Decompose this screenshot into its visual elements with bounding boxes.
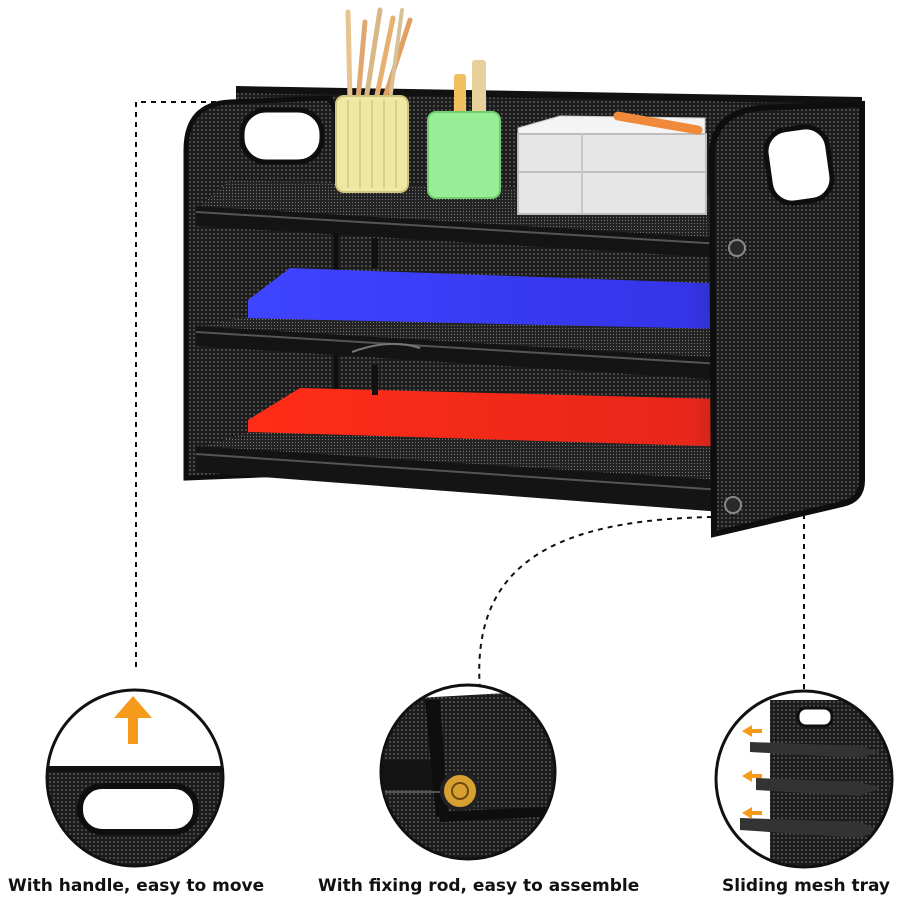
right-side-panel xyxy=(708,100,865,538)
leader-line-handle xyxy=(135,101,236,668)
left-handle-cutout xyxy=(239,107,325,165)
caption-sliding-tray: Sliding mesh tray xyxy=(722,876,891,896)
note-boxes xyxy=(517,111,707,215)
pencil-cup-green xyxy=(427,111,501,199)
right-handle-cutout xyxy=(763,124,835,206)
caption-handle: With handle, easy to move xyxy=(8,876,265,896)
markers-in-green-cup xyxy=(454,60,486,120)
right-bolt-lower xyxy=(724,496,742,514)
fixing-rod-bolt xyxy=(440,771,480,811)
leader-line-rod xyxy=(478,516,713,691)
up-arrow-icon xyxy=(114,696,152,744)
middle-shelf xyxy=(195,318,860,380)
caption-fixing-rod: With fixing rod, easy to assemble xyxy=(318,876,640,896)
support-rod-upper xyxy=(372,238,378,268)
detail-circle-handle xyxy=(45,688,225,868)
detail-circle-sliding-tray xyxy=(714,689,894,869)
slide-arrow-icons xyxy=(742,725,762,819)
right-bolt-upper xyxy=(728,239,746,257)
pencils-yellow xyxy=(345,7,413,103)
detail-circle-fixing-rod xyxy=(379,683,557,861)
support-rod-lower xyxy=(372,365,378,395)
bottom-shelf xyxy=(195,432,860,512)
desk-organizer xyxy=(183,7,865,538)
